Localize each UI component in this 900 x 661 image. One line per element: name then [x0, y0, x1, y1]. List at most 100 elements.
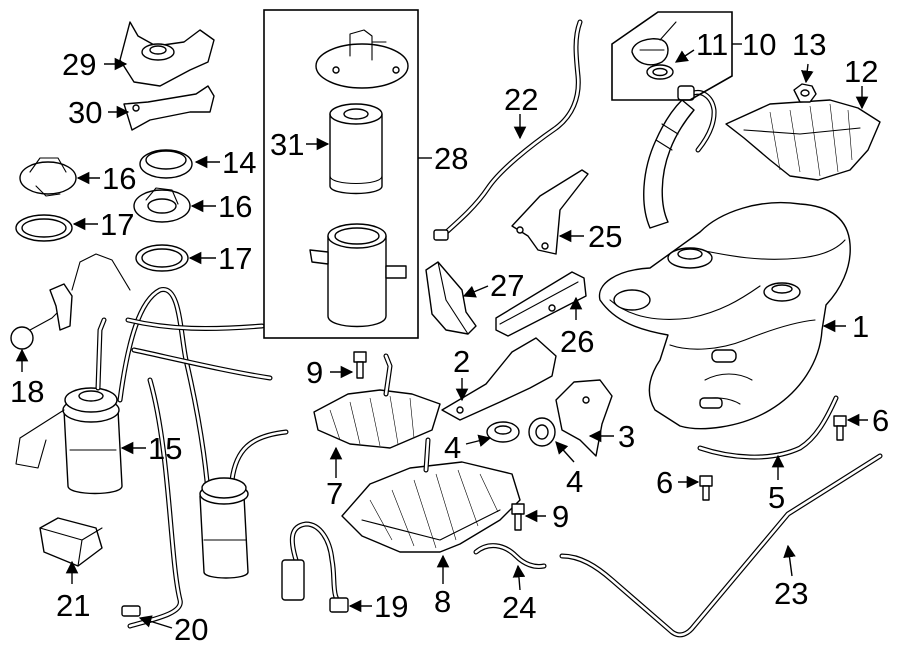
- callout-number: 20: [174, 612, 208, 647]
- seal-17a-part: [15, 214, 73, 242]
- callout-number: 25: [588, 219, 622, 254]
- lock-ring-14-part: [139, 149, 193, 179]
- sender-module-16b-part: [133, 187, 191, 223]
- callout-number: 26: [560, 324, 594, 359]
- callout-6b: 6: [656, 465, 700, 500]
- callout-number: 2: [453, 344, 470, 379]
- callout-15: 15: [120, 431, 182, 466]
- bolt-part: [699, 415, 847, 501]
- callout-3: 3: [588, 419, 635, 454]
- callout-number: 7: [326, 476, 343, 511]
- callout-31: 31: [270, 127, 330, 162]
- callout-number: 11: [696, 27, 728, 62]
- callout-number: 4: [444, 430, 461, 465]
- callouts: 1 2 3 4 4 5 6: [10, 27, 889, 647]
- callout-9b: 9: [524, 499, 569, 534]
- callout-number: 23: [774, 576, 808, 611]
- shield-7-part: [313, 353, 441, 449]
- callout-number: 17: [218, 241, 252, 276]
- hose-24-part: [473, 543, 547, 569]
- callout-number: 8: [434, 584, 451, 619]
- callout-17b: 17: [188, 241, 252, 276]
- seal-17b-part: [135, 244, 189, 272]
- callout-number: 30: [68, 95, 102, 130]
- callout-21: 21: [56, 560, 90, 623]
- callout-19: 19: [348, 589, 408, 624]
- callout-7: 7: [326, 446, 343, 511]
- callout-14: 14: [194, 145, 256, 180]
- callout-29: 29: [62, 47, 128, 82]
- callout-number: 17: [100, 207, 134, 242]
- callout-2: 2: [453, 344, 470, 402]
- callout-10: 10: [732, 27, 776, 62]
- callout-16b: 16: [190, 189, 252, 224]
- callout-number: 22: [504, 82, 538, 117]
- callout-number: 12: [844, 54, 878, 89]
- callout-number: 5: [768, 480, 785, 515]
- callout-17a: 17: [72, 207, 134, 242]
- callout-11: 11: [674, 27, 728, 63]
- callout-24: 24: [502, 564, 536, 625]
- callout-1: 1: [822, 309, 869, 344]
- filler-neck-part: [643, 85, 717, 229]
- callout-number: 18: [10, 374, 44, 409]
- callout-9a: 9: [306, 355, 354, 390]
- harness-19-part: [281, 521, 349, 613]
- callout-13: 13: [792, 27, 826, 84]
- callout-20: 20: [138, 612, 208, 647]
- callout-number: 21: [56, 588, 90, 623]
- control-module-21-part: [39, 517, 103, 567]
- bolt-9-part: [353, 351, 525, 531]
- callout-number: 27: [490, 268, 524, 303]
- sender-module-16a-part: [19, 157, 77, 197]
- callout-number: 9: [306, 355, 323, 390]
- fuel-line-23-part: [559, 453, 883, 638]
- callout-27: 27: [462, 268, 524, 303]
- filter-assembly-inset: [263, 9, 419, 339]
- callout-number: 13: [792, 27, 826, 62]
- fuel-pump-15-part: [15, 317, 123, 495]
- callout-number: 3: [618, 419, 635, 454]
- callout-number: 15: [148, 431, 182, 466]
- vent-line-part: [433, 19, 583, 241]
- level-sender-18-part: [10, 253, 131, 350]
- callout-number: 6: [656, 465, 673, 500]
- callout-30: 30: [68, 95, 130, 130]
- fuel-pump-lines-part: [117, 287, 289, 629]
- callout-number: 4: [566, 464, 583, 499]
- callout-number: 19: [374, 589, 408, 624]
- bracket-26-part: [495, 271, 587, 337]
- callout-number: 16: [218, 189, 252, 224]
- bracket-29-part: [119, 21, 215, 87]
- callout-6a: 6: [846, 403, 889, 438]
- shield-8-part: [341, 437, 521, 553]
- callout-number: 10: [742, 27, 776, 62]
- heat-shield-upper-part: [725, 99, 881, 181]
- callout-22: 22: [504, 82, 538, 140]
- callout-number: 1: [852, 309, 869, 344]
- heat-shield-3-part: [555, 379, 613, 457]
- callout-23: 23: [774, 544, 808, 611]
- callout-4a: 4: [444, 430, 492, 465]
- callout-18: 18: [10, 348, 44, 409]
- nut-part: [793, 83, 817, 103]
- callout-number: 24: [502, 590, 536, 625]
- bracket-30-part: [123, 85, 215, 131]
- callout-8: 8: [434, 554, 451, 619]
- callout-number: 16: [102, 161, 136, 196]
- bracket-25-part: [511, 169, 589, 255]
- fuel-tank-part: [598, 201, 851, 430]
- callout-number: 9: [552, 499, 569, 534]
- heat-shield-2-part: [441, 337, 557, 421]
- callout-number: 6: [872, 403, 889, 438]
- callout-12: 12: [844, 54, 878, 110]
- callout-25: 25: [558, 219, 622, 254]
- shield-27-part: [425, 261, 477, 335]
- callout-number: 29: [62, 47, 96, 82]
- filler-cap-inset: [611, 11, 733, 101]
- callout-16a: 16: [76, 161, 136, 196]
- grommet-part: [486, 417, 556, 447]
- callout-26: 26: [560, 296, 594, 359]
- callout-number: 31: [270, 127, 304, 162]
